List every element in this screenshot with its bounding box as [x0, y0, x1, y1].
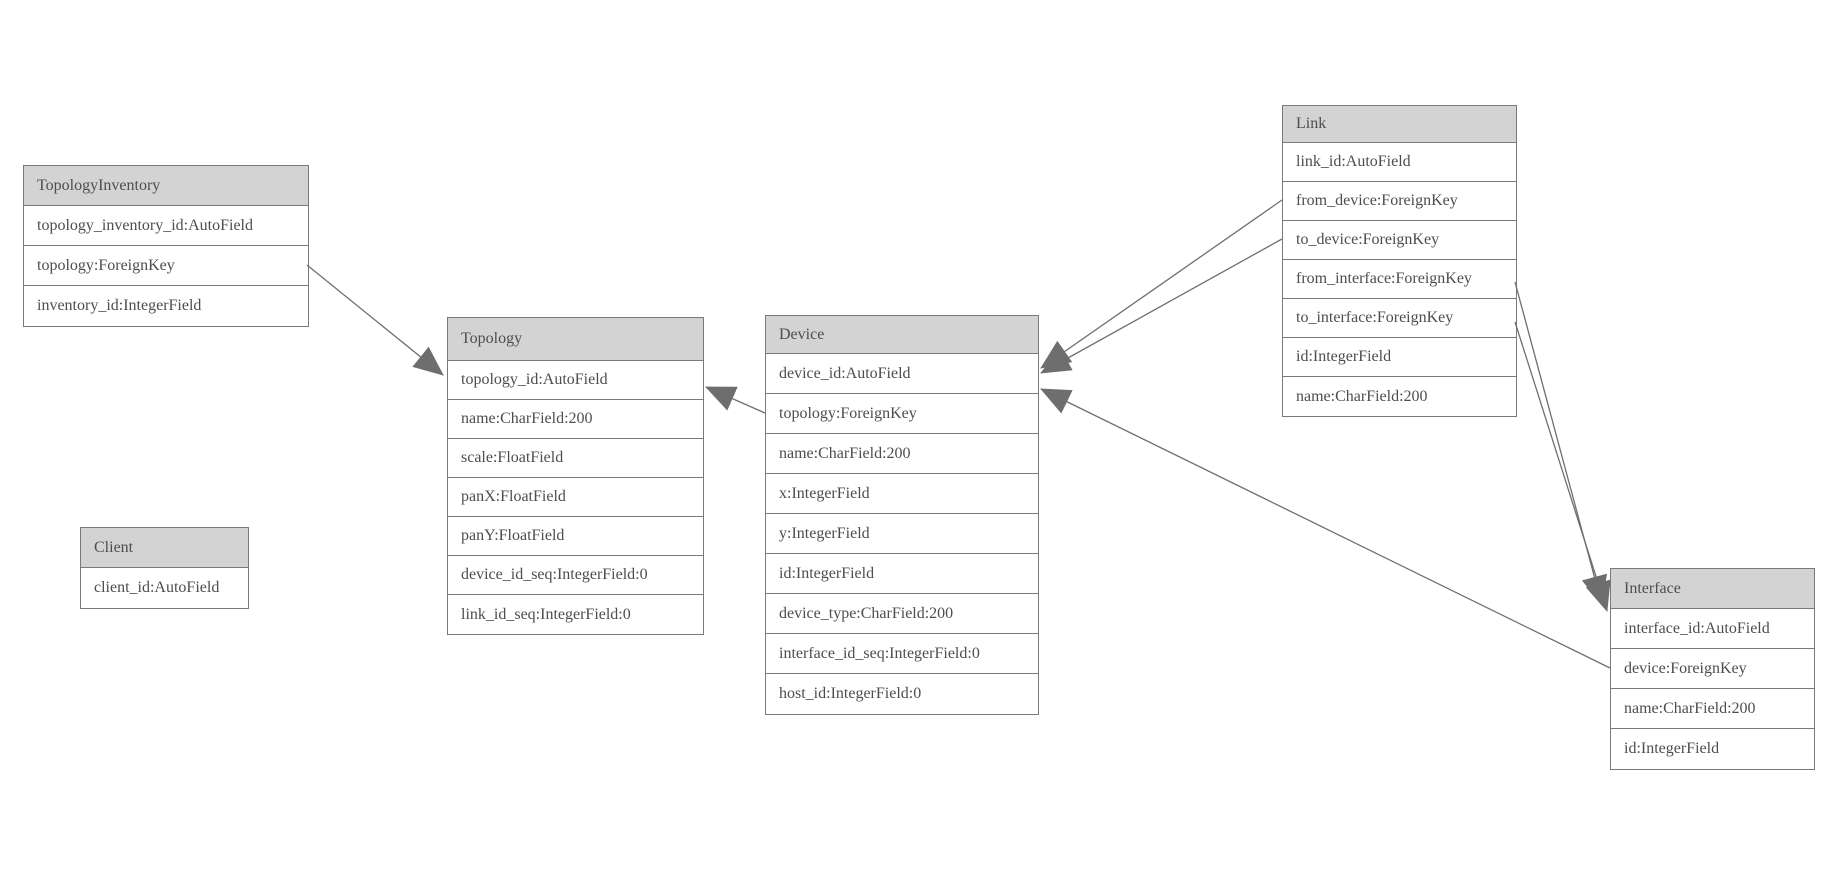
field-row-topology-5: device_id_seq:IntegerField:0: [448, 556, 703, 595]
field-row-link-4: to_interface:ForeignKey: [1283, 299, 1516, 338]
field-row-link-5: id:IntegerField: [1283, 338, 1516, 377]
relation-device-topology-to-topology: [705, 386, 766, 414]
field-row-client-0: client_id:AutoField: [81, 568, 248, 608]
field-row-interface-2: name:CharField:200: [1611, 689, 1814, 729]
field-row-device-1: topology:ForeignKey: [766, 394, 1038, 434]
field-row-topology-inventory-2: inventory_id:IntegerField: [24, 286, 308, 326]
field-row-topology-1: name:CharField:200: [448, 400, 703, 439]
entity-title-device: Device: [766, 316, 1038, 354]
field-row-device-8: host_id:IntegerField:0: [766, 674, 1038, 714]
field-row-device-3: x:IntegerField: [766, 474, 1038, 514]
field-row-topology-inventory-0: topology_inventory_id:AutoField: [24, 206, 308, 246]
relation-link-to_device-to-device: [1040, 238, 1283, 374]
entity-title-topology: Topology: [448, 318, 703, 361]
field-row-topology-inventory-1: topology:ForeignKey: [24, 246, 308, 286]
relation-topologyinventory-topology-to-topology: [306, 264, 444, 376]
relation-interface-device-to-device: [1040, 388, 1611, 669]
field-row-topology-0: topology_id:AutoField: [448, 361, 703, 400]
field-row-topology-6: link_id_seq:IntegerField:0: [448, 595, 703, 634]
field-row-topology-4: panY:FloatField: [448, 517, 703, 556]
field-row-link-3: from_interface:ForeignKey: [1283, 260, 1516, 299]
relation-link-to_interface-to-interface: [1514, 321, 1611, 612]
field-row-device-4: y:IntegerField: [766, 514, 1038, 554]
field-row-topology-2: scale:FloatField: [448, 439, 703, 478]
field-row-interface-1: device:ForeignKey: [1611, 649, 1814, 689]
field-row-link-0: link_id:AutoField: [1283, 143, 1516, 182]
field-row-interface-0: interface_id:AutoField: [1611, 609, 1814, 649]
field-row-device-2: name:CharField:200: [766, 434, 1038, 474]
field-row-link-2: to_device:ForeignKey: [1283, 221, 1516, 260]
field-row-device-0: device_id:AutoField: [766, 354, 1038, 394]
entity-title-link: Link: [1283, 106, 1516, 143]
relation-link-from_interface-to-interface: [1514, 281, 1608, 606]
relation-link-from_device-to-device: [1040, 199, 1283, 369]
field-row-device-5: id:IntegerField: [766, 554, 1038, 594]
field-row-link-1: from_device:ForeignKey: [1283, 182, 1516, 221]
field-row-interface-3: id:IntegerField: [1611, 729, 1814, 769]
field-row-link-6: name:CharField:200: [1283, 377, 1516, 416]
field-row-device-7: interface_id_seq:IntegerField:0: [766, 634, 1038, 674]
field-row-device-6: device_type:CharField:200: [766, 594, 1038, 634]
field-row-topology-3: panX:FloatField: [448, 478, 703, 517]
entity-title-client: Client: [81, 528, 248, 568]
entity-title-interface: Interface: [1611, 569, 1814, 609]
entity-title-topology-inventory: TopologyInventory: [24, 166, 308, 206]
